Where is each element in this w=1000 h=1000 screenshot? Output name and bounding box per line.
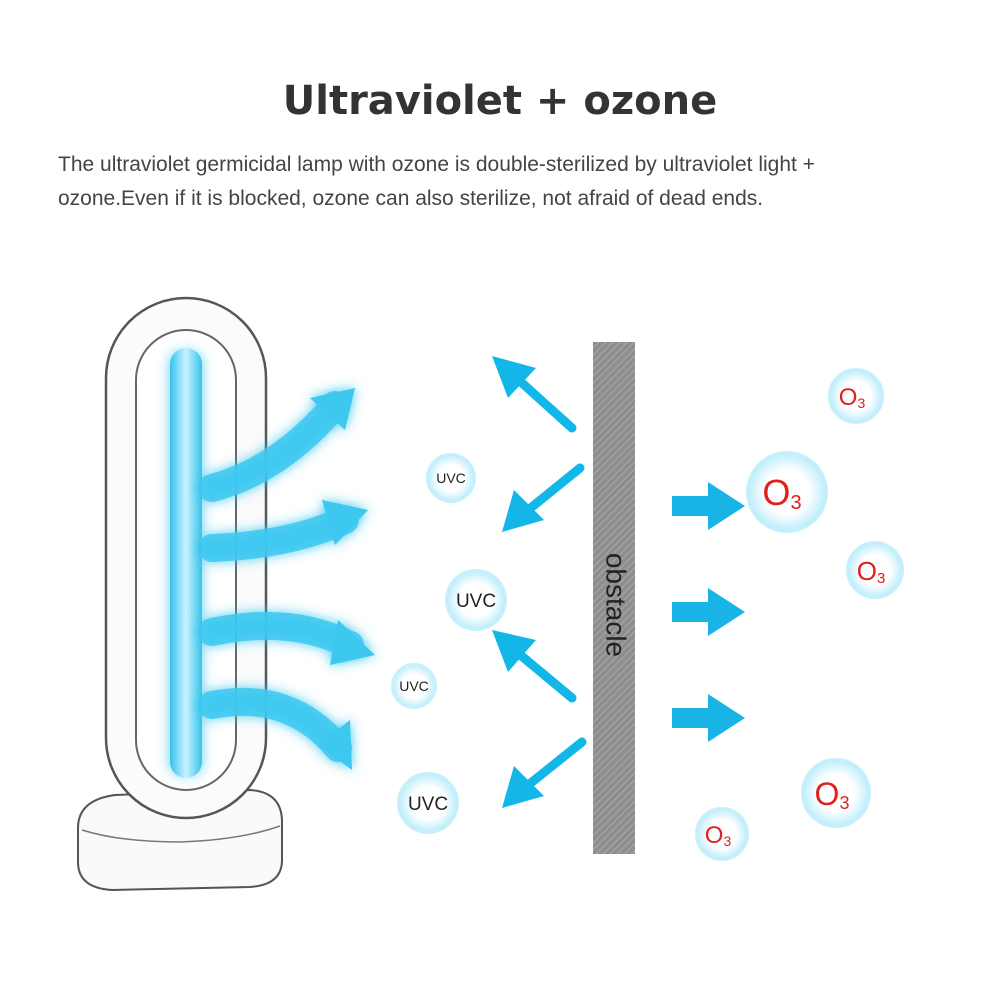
obstacle-wall bbox=[593, 342, 635, 854]
uvc-bubble: UVC bbox=[391, 663, 437, 709]
uv-curved-arrow bbox=[198, 500, 368, 562]
uvc-bubble: UVC bbox=[397, 772, 459, 834]
uv-curved-arrow bbox=[198, 687, 352, 770]
uvc-label: UVC bbox=[436, 470, 466, 486]
ozone-letter: O bbox=[839, 384, 858, 411]
uv-emission-arrows bbox=[198, 388, 375, 770]
reflection-arrows bbox=[492, 356, 587, 808]
ozone-subscript: 3 bbox=[790, 492, 801, 514]
ozone-arrow bbox=[672, 694, 745, 742]
ozone-subscript: 3 bbox=[839, 793, 849, 813]
ozone-subscript: 3 bbox=[857, 395, 865, 411]
ozone-letter: O bbox=[705, 822, 724, 849]
obstacle: obstacle bbox=[593, 342, 635, 854]
ozone-subscript: 3 bbox=[877, 570, 885, 587]
ozone-bubble: O3 bbox=[846, 541, 904, 599]
svg-text:O3: O3 bbox=[857, 556, 886, 587]
uv-curved-arrow bbox=[198, 388, 355, 502]
description-line-2: ozone.Even if it is blocked, ozone can a… bbox=[58, 187, 764, 210]
uvc-label: UVC bbox=[456, 591, 496, 612]
svg-text:O3: O3 bbox=[839, 384, 866, 411]
ozone-subscript: 3 bbox=[723, 833, 731, 849]
uv-curved-arrow bbox=[198, 611, 375, 665]
uvc-label: UVC bbox=[408, 794, 448, 815]
ozone-letter: O bbox=[857, 556, 877, 586]
ozone-arrow bbox=[672, 588, 745, 636]
ozone-bubble: O3 bbox=[828, 368, 884, 424]
ozone-bubble: O3 bbox=[746, 451, 828, 533]
reflected-arrow bbox=[492, 356, 577, 433]
description: The ultraviolet germicidal lamp with ozo… bbox=[58, 148, 978, 216]
uv-tube bbox=[170, 348, 202, 778]
ozone-bubble: O3 bbox=[801, 758, 871, 828]
lamp-base-top bbox=[81, 825, 281, 843]
ozone-arrow bbox=[672, 482, 745, 530]
lamp-illustration bbox=[77, 296, 283, 892]
reflected-arrow bbox=[502, 463, 585, 532]
ozone-letter: O bbox=[815, 776, 840, 812]
reflected-arrow bbox=[502, 737, 587, 808]
svg-text:O3: O3 bbox=[815, 776, 850, 813]
uvc-bubble: UVC bbox=[445, 569, 507, 631]
page-title: Ultraviolet + ozone bbox=[282, 78, 718, 124]
obstacle-label: obstacle bbox=[601, 553, 632, 657]
uvc-bubble: UVC bbox=[426, 453, 476, 503]
svg-text:O3: O3 bbox=[705, 822, 732, 849]
description-line-1: The ultraviolet germicidal lamp with ozo… bbox=[58, 153, 815, 176]
reflected-arrow bbox=[492, 630, 577, 703]
ozone-letter: O bbox=[762, 472, 790, 513]
svg-text:O3: O3 bbox=[762, 472, 801, 514]
uvc-label: UVC bbox=[399, 678, 429, 694]
lamp-base bbox=[77, 788, 283, 892]
ozone-arrows bbox=[672, 482, 745, 742]
ozone-bubble: O3 bbox=[695, 807, 749, 861]
